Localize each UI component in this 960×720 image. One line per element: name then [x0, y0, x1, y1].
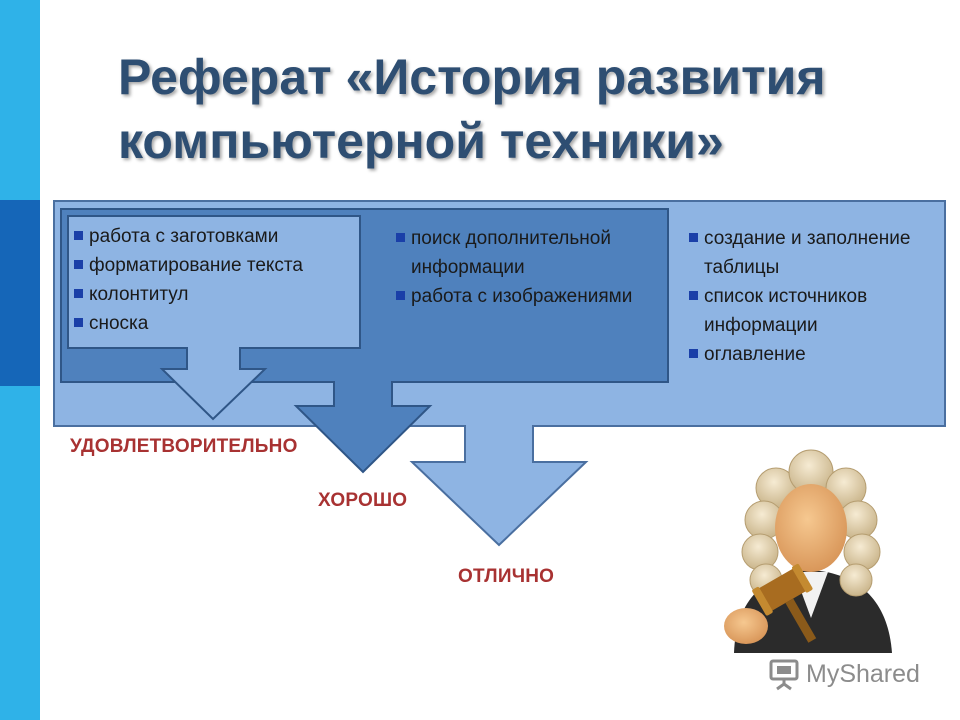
grade-satisfactory: УДОВЛЕТВОРИТЕЛЬНО: [70, 436, 298, 457]
grade-excellent: ОТЛИЧНО: [458, 566, 555, 587]
myshared-logo-icon: [769, 659, 799, 691]
requirement-item: оглавление: [687, 340, 943, 369]
requirement-item: сноска: [72, 309, 360, 338]
slide-title-line-1: Реферат «История развития: [118, 49, 826, 105]
requirement-item: форматирование текста: [72, 251, 360, 280]
watermark: MyShared: [768, 654, 920, 694]
requirement-item: работа с изображениями: [394, 282, 656, 311]
requirement-item: поиск дополнительной информации: [394, 224, 656, 282]
requirement-item: создание и заполнение таблицы: [687, 224, 943, 282]
slide-title-line-2: компьютерной техники»: [118, 113, 724, 169]
grade-good: ХОРОШО: [318, 490, 408, 511]
watermark-text: MyShared: [806, 659, 920, 688]
judge-with-gavel-icon: [724, 449, 892, 653]
requirement-item: список источников информации: [687, 282, 943, 340]
inner-block-arrow: [67, 215, 361, 421]
slide-title: Реферат «История развития компьютерной т…: [118, 45, 918, 173]
requirement-item: работа с заготовками: [72, 222, 360, 251]
left-accent-bar-dark: [0, 200, 40, 386]
requirement-item: колонтитул: [72, 280, 360, 309]
